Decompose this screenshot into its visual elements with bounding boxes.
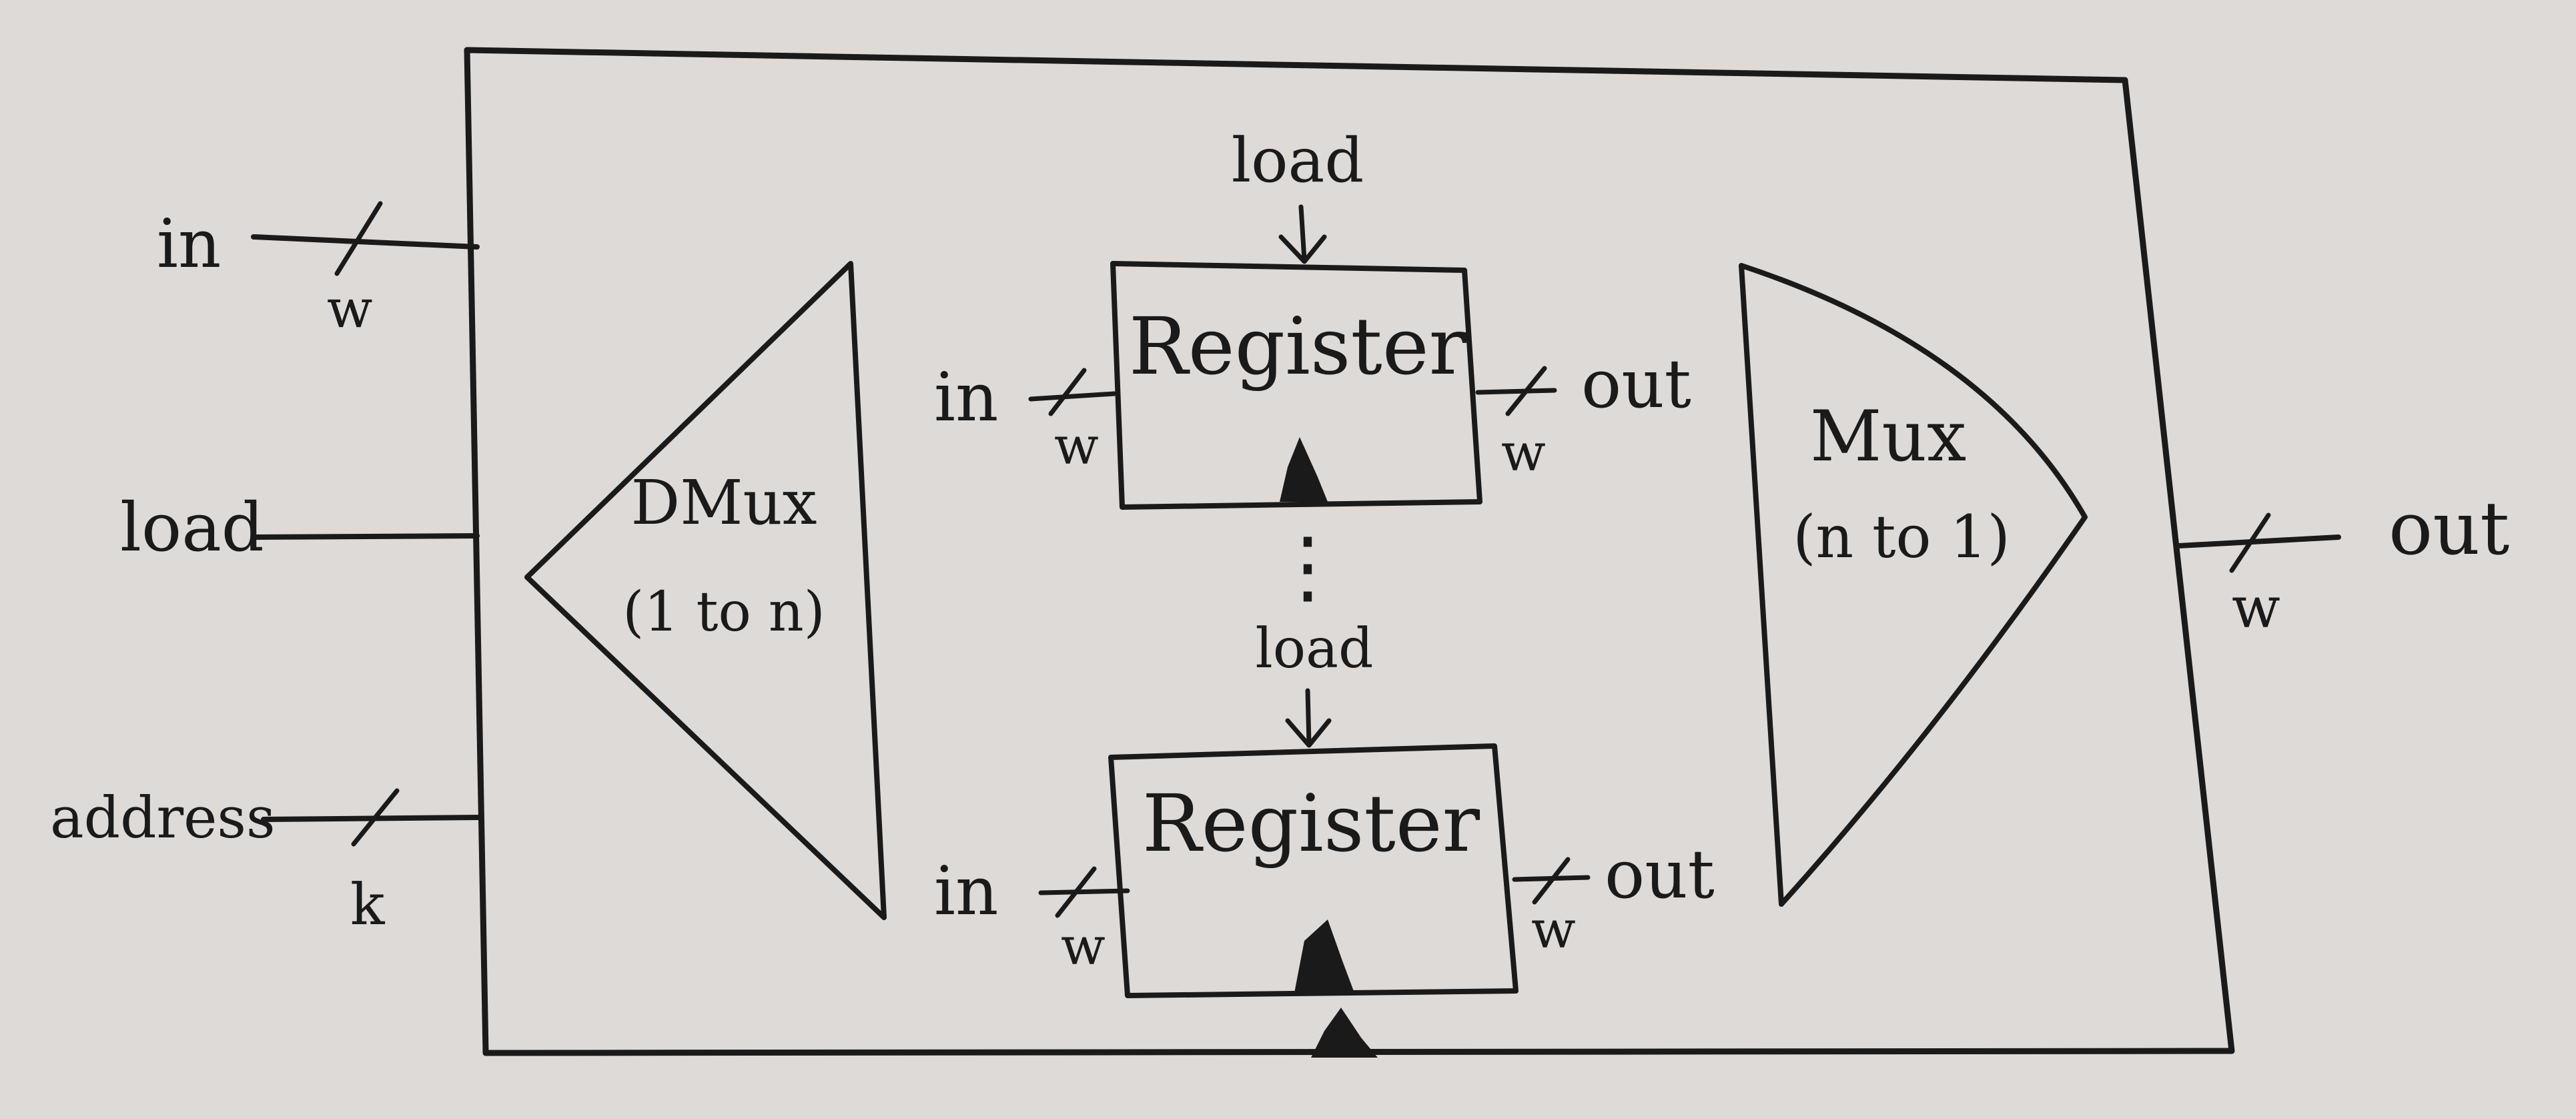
dmux-name: DMux — [630, 467, 817, 538]
register-1-clock-triangle — [1280, 437, 1328, 502]
mux-shape — [1739, 263, 2088, 907]
input-load-label: load — [120, 488, 264, 567]
output-out-width-label: w — [2232, 575, 2280, 641]
dmux-shape — [524, 261, 887, 920]
output-out-label: out — [2389, 486, 2509, 571]
register-2-out-label: out — [1605, 835, 1715, 913]
register-1-out-wire — [1475, 388, 1557, 395]
register-1-out-bus-slash — [1505, 366, 1547, 416]
register-2-load-arrowhead — [1285, 718, 1332, 748]
register-2-load-label: load — [1256, 617, 1374, 681]
register-1-load-arrow — [1298, 204, 1307, 263]
input-address-width-label: k — [350, 872, 386, 938]
register-1-in-wire — [1028, 391, 1117, 402]
register-1-in-label: in — [934, 358, 998, 436]
register-2-name: Register — [1142, 777, 1480, 869]
output-out-wire — [2176, 534, 2341, 548]
outer-chip-boundary — [464, 47, 2235, 1056]
input-in-bus-slash — [334, 201, 383, 276]
mux-subtitle: (n to 1) — [1793, 502, 2010, 571]
register-1-box — [1110, 261, 1482, 510]
register-1-out-width-label: w — [1501, 423, 1546, 483]
register-2-in-label: in — [934, 852, 998, 930]
register-1-load-arrowhead — [1278, 234, 1327, 264]
dmux-subtitle: (1 to n) — [622, 581, 825, 644]
register-ellipsis: ⋮ — [1268, 520, 1348, 613]
register-2-out-width-label: w — [1531, 900, 1576, 960]
input-in-label: in — [157, 205, 221, 283]
register-1-load-label: load — [1232, 125, 1364, 196]
register-2-load-arrow — [1305, 688, 1312, 747]
register-2-clock-triangle — [1294, 919, 1354, 993]
register-2-in-bus-slash — [1055, 866, 1097, 918]
input-in-wire — [251, 234, 480, 250]
register-1-out-label: out — [1581, 345, 1691, 423]
mux-name: Mux — [1810, 396, 1966, 477]
register-2-in-width-label: w — [1061, 917, 1106, 977]
input-load-wire — [251, 533, 480, 540]
output-out-bus-slash — [2229, 512, 2271, 573]
register-1-name: Register — [1129, 300, 1467, 392]
register-2-in-wire — [1038, 888, 1130, 895]
input-in-width-label: w — [327, 278, 372, 340]
register-2-box — [1108, 743, 1519, 998]
register-2-out-bus-slash — [1532, 857, 1571, 905]
outer-clock-triangle — [1311, 1008, 1378, 1058]
register-1-in-bus-slash — [1048, 368, 1087, 416]
input-address-bus-slash — [351, 788, 400, 847]
input-address-label: address — [50, 785, 276, 851]
register-1-in-width-label: w — [1054, 416, 1099, 476]
